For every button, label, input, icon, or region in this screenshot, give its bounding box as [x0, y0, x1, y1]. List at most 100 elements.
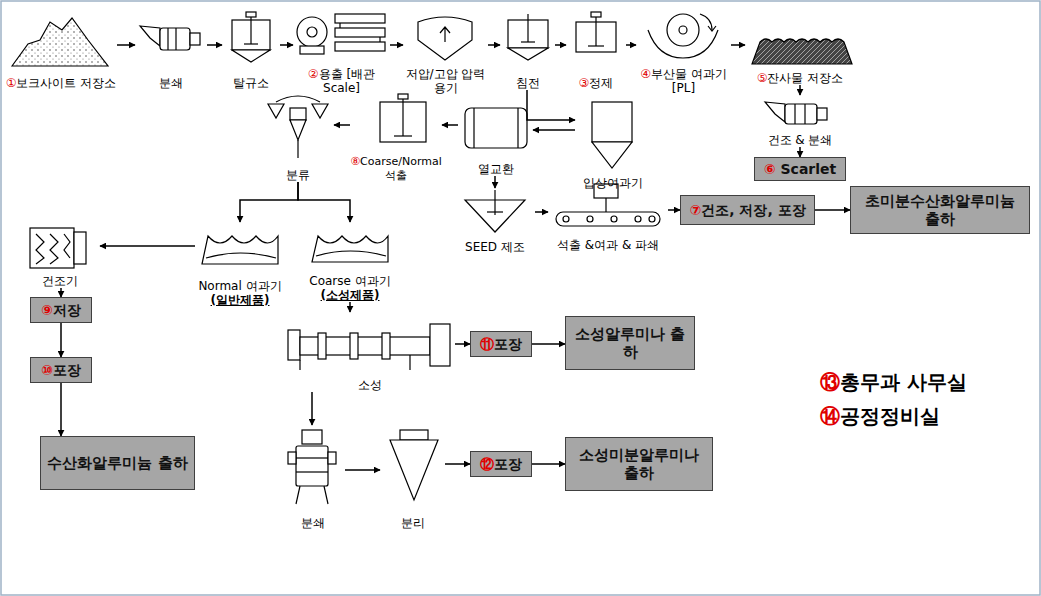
- step-label: 건조 & 분쇄: [768, 133, 833, 147]
- flow-arrow: [60, 383, 62, 436]
- flow-arrow: [100, 245, 195, 247]
- flow-arrow: [533, 129, 575, 131]
- step-label: ②용출 [배관 Scale]: [293, 67, 390, 95]
- flow-arrow: [668, 209, 680, 211]
- process-step: Coarse 여과기(소성제품): [300, 222, 400, 302]
- step-label: ⑧Coarse/Normal 석출: [350, 155, 442, 183]
- box-label: ⑦건조, 저장, 포장: [689, 202, 805, 219]
- step-label: Coarse 여과기: [309, 274, 390, 288]
- flow-arrow: [799, 147, 801, 157]
- box-label: ⑥ Scarlet: [764, 161, 836, 178]
- process-step: 건조기: [20, 222, 100, 288]
- flow-arrow: [60, 323, 62, 357]
- process-step: 저압/고압 압력 용기: [403, 10, 488, 95]
- step-label: (소성제품): [321, 288, 380, 302]
- filter-icon: [202, 236, 278, 264]
- flow-arrow: [280, 44, 293, 46]
- flow-arrow: [298, 182, 350, 222]
- step-label: 저압/고압 압력 용기: [403, 67, 488, 95]
- step-label: ⑤잔사물 저장소: [757, 71, 844, 85]
- box-label: ⑨저장: [41, 302, 81, 319]
- grinder-icon: [140, 26, 200, 50]
- step-label: ④부산물 여과기 [PL]: [636, 67, 731, 95]
- process-step: 분류: [262, 92, 334, 182]
- step-label: 소성: [358, 378, 382, 392]
- box-label: 소성미분알루미나 출하: [570, 446, 708, 482]
- flow-arrow: [455, 343, 470, 345]
- flow-arrow: [535, 211, 548, 213]
- pressure-vessel-icon: [418, 17, 472, 60]
- process-step: ④부산물 여과기 [PL]: [636, 5, 731, 95]
- box-label: 소성알루미나 출하: [570, 325, 690, 361]
- flow-arrow: [532, 463, 565, 465]
- grinder-icon: [765, 102, 827, 124]
- flow-arrow: [731, 44, 745, 46]
- flow-arrow: [349, 302, 351, 312]
- tank-icon: [380, 94, 426, 142]
- flow-arrow: [494, 176, 496, 188]
- filter-icon: [312, 236, 388, 262]
- process-step: ③정제: [566, 10, 626, 90]
- tank-icon: [592, 102, 632, 168]
- heat-exchanger-icon: [465, 108, 527, 148]
- step-label: 건조기: [42, 274, 78, 288]
- step-label: 탈규소: [233, 76, 269, 90]
- process-step: ⑧Coarse/Normal 석출: [350, 95, 442, 183]
- flow-arrow: [488, 44, 500, 46]
- process-box: ⑥ Scarlet: [754, 157, 846, 181]
- process-step: SEED 제조: [455, 188, 535, 254]
- process-step: 석출 &여과 & 파쇄: [548, 180, 668, 252]
- flow-arrow: [815, 209, 850, 211]
- process-box: ⑨저장: [30, 297, 92, 323]
- residue-pile: [752, 39, 852, 64]
- flow-arrow: [527, 90, 575, 120]
- kiln-icon: [288, 324, 450, 370]
- belt-filter-icon: [556, 184, 660, 226]
- flow-arrow: [626, 44, 636, 46]
- box-label: ⑫포장: [480, 456, 522, 473]
- process-step: Normal 여과기(일반제품): [195, 222, 285, 307]
- process-step: 분리: [380, 425, 445, 530]
- process-step: 침전: [500, 10, 555, 90]
- step-label: 분류: [286, 168, 310, 182]
- flow-arrow: [345, 469, 380, 471]
- flow-arrow: [799, 85, 801, 95]
- process-step: 소성: [285, 312, 455, 392]
- seed-tank-icon: [465, 190, 525, 232]
- process-box: ⑩포장: [30, 357, 92, 383]
- process-step: 건조 & 분쇄: [755, 95, 845, 147]
- step-label: 석출 &여과 & 파쇄: [557, 238, 659, 252]
- dryer-icon: [30, 228, 86, 268]
- process-step: 탈규소: [222, 10, 280, 90]
- shipment-box: 초미분수산화알루미늄 출하: [850, 186, 1030, 234]
- process-box: ⑦건조, 저장, 포장: [680, 195, 815, 225]
- step-label: 입상여과기: [583, 176, 643, 190]
- separator-icon: [390, 430, 438, 500]
- box-label: ⑪포장: [480, 336, 522, 353]
- step-label: ③정제: [579, 76, 614, 90]
- cyclone-icon: [268, 96, 328, 158]
- grinder-icon: [288, 430, 336, 504]
- process-step: 분쇄: [280, 425, 345, 530]
- step-label: ①보크사이트 저장소: [6, 76, 117, 90]
- step-label: 침전: [516, 76, 540, 90]
- step-label: 분쇄: [159, 76, 183, 90]
- box-label: 수산화알루미늄 출하: [47, 454, 187, 472]
- tank-icon: [232, 12, 270, 62]
- process-box: ⑪포장: [470, 331, 532, 357]
- process-box: ⑫포장: [470, 451, 532, 477]
- flow-arrow: [445, 463, 470, 465]
- step-label: SEED 제조: [465, 240, 525, 254]
- flow-arrow: [442, 124, 458, 126]
- bauxite-pile: [12, 18, 108, 66]
- flow-arrow: [390, 44, 403, 46]
- flow-arrow: [240, 182, 298, 222]
- process-step: ①보크사이트 저장소: [5, 10, 117, 90]
- flow-arrow: [117, 44, 135, 46]
- shipment-box: 소성미분알루미나 출하: [565, 437, 713, 491]
- flow-arrow: [311, 392, 313, 425]
- room-label: ⑬총무과 사무실: [820, 370, 967, 394]
- flow-arrow: [532, 343, 565, 345]
- shipment-box: 소성알루미나 출하: [565, 316, 695, 370]
